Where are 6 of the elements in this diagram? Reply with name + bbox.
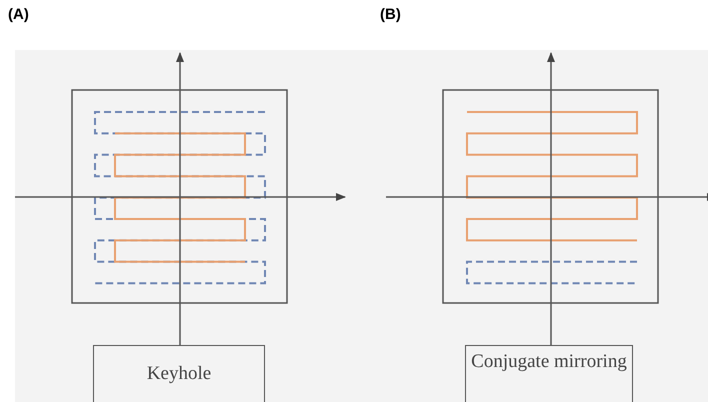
label-box (93, 345, 265, 402)
panel-label: (A) (8, 6, 29, 23)
panel-label: (B) (380, 6, 401, 23)
method-label: Keyhole (146, 364, 212, 386)
label-box (465, 345, 633, 402)
method-label: Conjugate mirroring (471, 352, 627, 374)
